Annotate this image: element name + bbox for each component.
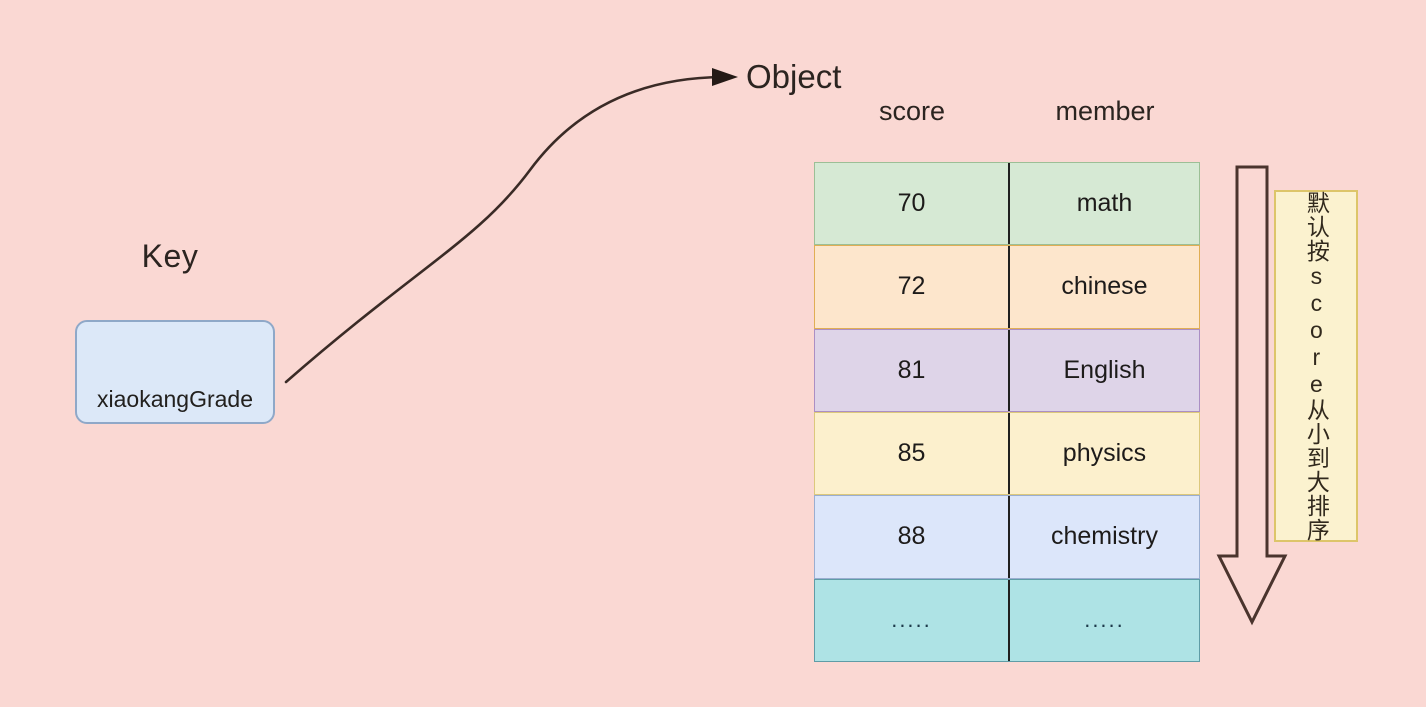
cell-member: physics	[1062, 439, 1147, 468]
column-header-score: score	[878, 96, 946, 126]
cell-score: 85	[815, 412, 1010, 495]
cell-member: math	[1076, 189, 1133, 218]
cell-score: 88	[815, 496, 1010, 578]
cell-member: .....	[1084, 607, 1125, 633]
table-row[interactable]: 88 chemistry	[814, 495, 1200, 579]
cell-member: chemistry	[1051, 522, 1158, 551]
sort-note-text: 默认按score从小到大排序	[1303, 190, 1330, 542]
cell-score: 70	[815, 163, 1010, 245]
key-to-object-arrow-icon	[284, 68, 738, 384]
object-label: Object	[746, 58, 842, 95]
cell-member: chinese	[1061, 272, 1148, 301]
cell-score: 81	[815, 329, 1010, 411]
key-box[interactable]: xiaokangGrade	[75, 320, 275, 424]
cell-score: .....	[815, 579, 1010, 661]
table-row[interactable]: ..... .....	[814, 578, 1200, 662]
score-member-table: 70 math 72 chinese 81 English 85 physics…	[814, 162, 1200, 662]
sort-note-box: 默认按score从小到大排序	[1274, 190, 1358, 542]
cell-score: 72	[815, 246, 1010, 328]
key-label: Key	[141, 238, 199, 274]
sort-direction-down-arrow-icon	[1216, 165, 1288, 626]
cell-member: English	[1063, 355, 1146, 384]
table-row[interactable]: 70 math	[814, 162, 1200, 246]
table-row[interactable]: 72 chinese	[814, 245, 1200, 329]
table-row[interactable]: 85 physics	[814, 411, 1200, 496]
table-row[interactable]: 81 English	[814, 328, 1200, 412]
column-header-member: member	[1055, 96, 1155, 126]
key-box-value: xiaokangGrade	[97, 386, 253, 412]
